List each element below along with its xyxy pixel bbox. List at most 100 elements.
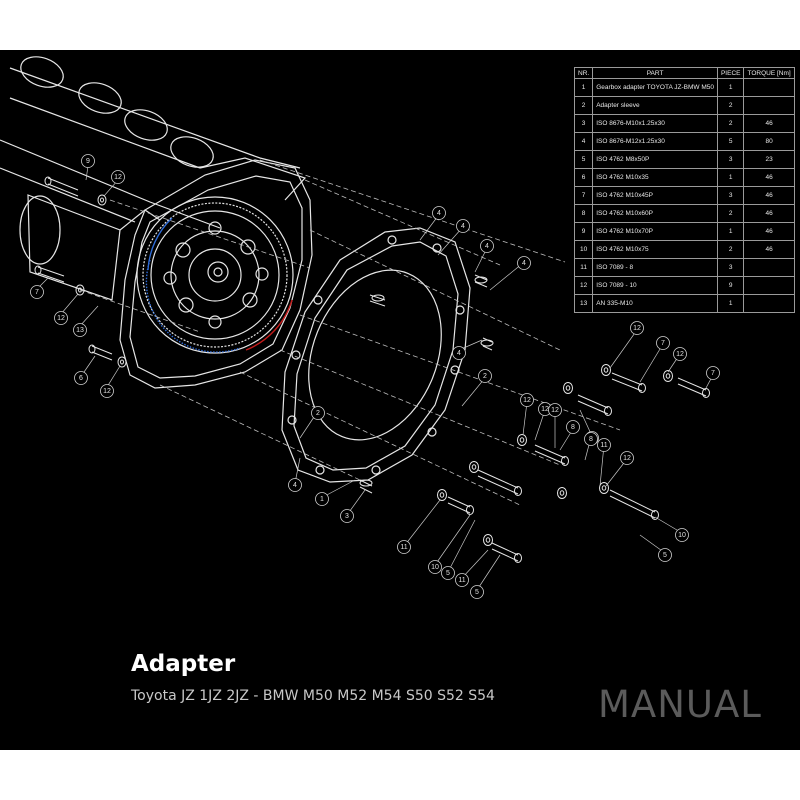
callout-label: 4 [461, 223, 465, 230]
callout-circle [288, 478, 302, 492]
callout-circle [452, 346, 466, 360]
callout-label: 11 [400, 544, 407, 551]
callout-label: 12 [633, 325, 641, 332]
callout-12: 12 [548, 403, 562, 417]
callout-3: 3 [340, 509, 354, 523]
callout-circle [432, 206, 446, 220]
callout-label: 2 [483, 373, 487, 380]
callout-4: 4 [432, 206, 446, 220]
header-piece: PIECE [716, 67, 745, 79]
page-title: Adapter [131, 651, 236, 677]
callout-12: 12 [620, 451, 634, 465]
part-piece-cell: 1 [716, 78, 745, 97]
ring-gear-accent [145, 217, 293, 353]
callout-label: 5 [663, 552, 667, 559]
callout-label: 12 [676, 351, 684, 358]
part-piece-cell: 1 [716, 222, 745, 241]
bolts [34, 176, 710, 563]
part-nr-cell: 13 [573, 294, 594, 313]
callout-circle [520, 393, 534, 407]
callout-circle [455, 573, 469, 587]
callout-label: 12 [57, 315, 65, 322]
part-name-cell: ISO 7089 - 10 [592, 276, 718, 295]
callout-1: 1 [315, 492, 329, 506]
callout-label: 2 [316, 410, 320, 417]
part-nr-cell: 10 [573, 240, 594, 259]
callout-label: 10 [678, 532, 686, 539]
part-nr-cell: 3 [573, 114, 594, 133]
callout-circle [456, 219, 470, 233]
callout-circle [675, 528, 689, 542]
callout-circle [658, 548, 672, 562]
part-nr-cell: 8 [573, 204, 594, 223]
exploded-assembly-drawing: 9127121361244444224131271272121288121111… [0, 56, 720, 599]
callout-12: 12 [630, 321, 644, 335]
callout-label: 6 [79, 375, 83, 382]
part-torque-cell [743, 258, 795, 277]
callout-4: 4 [517, 256, 531, 270]
part-name-cell: ISO 4762 M8x50P [592, 150, 718, 169]
page-subtitle: Toyota JZ 1JZ 2JZ - BMW M50 M52 M54 S50 … [131, 688, 495, 704]
callout-circle [100, 384, 114, 398]
part-torque-cell: 23 [743, 150, 795, 169]
callout-label: 8 [571, 424, 575, 431]
callout-circle [656, 336, 670, 350]
callout-label: 4 [437, 210, 441, 217]
callout-label: 12 [523, 397, 531, 404]
part-name-cell: ISO 4762 M10x45P [592, 186, 718, 205]
callout-10: 10 [428, 560, 442, 574]
callout-7: 7 [706, 366, 720, 380]
callout-2: 2 [311, 406, 325, 420]
callout-label: 4 [485, 243, 489, 250]
callout-circle [470, 585, 484, 599]
callout-2: 2 [478, 369, 492, 383]
part-torque-cell: 46 [743, 240, 795, 259]
part-piece-cell: 3 [716, 258, 745, 277]
callout-circle [517, 256, 531, 270]
part-piece-cell: 2 [716, 114, 745, 133]
callout-11: 11 [455, 573, 469, 587]
callout-circle [597, 438, 611, 452]
part-torque-cell: 46 [743, 114, 795, 133]
callout-4: 4 [456, 219, 470, 233]
callout-circle [340, 509, 354, 523]
callout-label: 7 [35, 289, 39, 296]
leader-lines [37, 165, 714, 591]
part-name-cell: ISO 4762 M10x70P [592, 222, 718, 241]
callout-8: 8 [566, 420, 580, 434]
part-torque-cell [743, 276, 795, 295]
part-torque-cell [743, 294, 795, 313]
part-torque-cell: 46 [743, 168, 795, 187]
part-piece-cell: 1 [716, 294, 745, 313]
callout-label: 4 [457, 350, 461, 357]
part-piece-cell: 3 [716, 186, 745, 205]
callout-bubbles: 9127121361244444224131271272121288121111… [30, 154, 720, 599]
part-piece-cell: 3 [716, 150, 745, 169]
callout-circle [428, 560, 442, 574]
part-piece-cell: 1 [716, 168, 745, 187]
callout-circle [630, 321, 644, 335]
part-name-cell: Adapter sleeve [592, 96, 718, 115]
part-torque-cell [743, 78, 795, 97]
alignment-lines [79, 159, 621, 506]
callout-4: 4 [288, 478, 302, 492]
callout-4: 4 [480, 239, 494, 253]
part-nr-cell: 9 [573, 222, 594, 241]
part-nr-cell: 2 [573, 96, 594, 115]
callout-12: 12 [111, 170, 125, 184]
adapter-plate [281, 227, 471, 483]
callout-8: 8 [584, 432, 598, 446]
callout-circle [441, 566, 455, 580]
callout-5: 5 [658, 548, 672, 562]
callout-label: 10 [431, 564, 439, 571]
callout-label: 12 [114, 174, 122, 181]
part-piece-cell: 2 [716, 204, 745, 223]
part-torque-cell: 46 [743, 204, 795, 223]
